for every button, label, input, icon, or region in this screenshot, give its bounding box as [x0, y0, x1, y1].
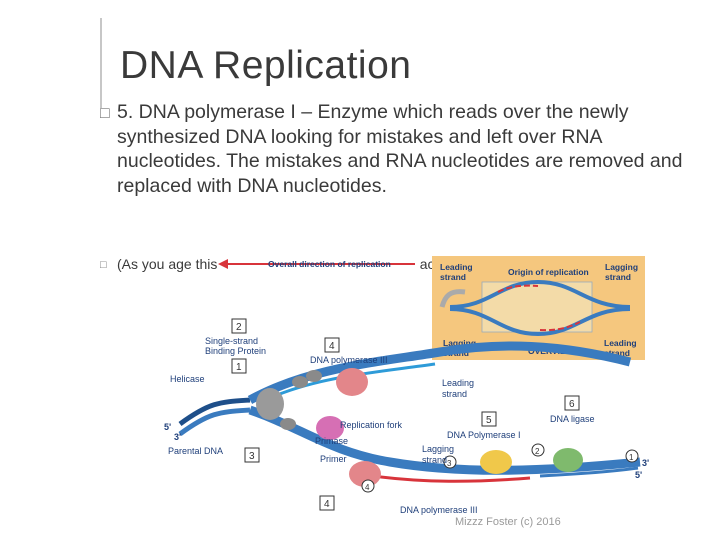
decorative-vertical-line — [100, 18, 102, 108]
circled-number-marker — [625, 449, 639, 463]
square-bullet-icon: □ — [100, 105, 110, 122]
step-number: 6 — [569, 399, 575, 410]
inset-pointer-arrow — [439, 289, 466, 308]
overview-leading-strand-label: strand — [440, 272, 466, 282]
slide-title: DNA Replication — [120, 44, 412, 87]
primase-label: Primase — [315, 436, 348, 446]
overall-direction-arrow: Overall direction of replication — [218, 254, 420, 272]
dna-polymerase-i-enzyme — [480, 450, 512, 474]
dna-replication-diagram: Overall direction of replication Leading… — [160, 252, 660, 522]
dna-polymerase-iii-bottom — [349, 461, 381, 487]
ssb-label: Single-strand — [205, 336, 258, 346]
overview-leading-strand-label: Leading — [440, 262, 473, 272]
lagging-strand-label: Lagging — [422, 444, 454, 454]
overview-bottom-strand — [449, 307, 631, 337]
replication-fork-label: Replication fork — [340, 420, 403, 430]
dna-polymerase-iii-label: DNA polymerase III — [310, 355, 388, 365]
overview-top-strand — [449, 279, 631, 309]
step-number-box — [231, 318, 247, 334]
step-number: 1 — [236, 362, 242, 373]
overview-lagging-strand-label: Lagging — [443, 338, 476, 348]
overview-new-strand — [497, 284, 539, 293]
step-number-box — [564, 395, 580, 411]
step-number-box — [481, 411, 497, 427]
ssb-protein — [292, 376, 308, 388]
step-number-box — [244, 447, 260, 463]
ssb-protein — [306, 370, 322, 382]
five-prime-end-label: 5' — [635, 470, 642, 480]
overview-inset: Leading strand Origin of replication Lag… — [432, 256, 645, 360]
three-prime-end-label: 3' — [174, 432, 181, 442]
helicase-enzyme — [256, 388, 284, 420]
circled-number-marker — [443, 455, 457, 469]
okazaki-fragment — [539, 466, 639, 478]
step-number-box — [231, 358, 247, 374]
dna-ligase-enzyme — [553, 448, 583, 472]
overview-new-strand — [539, 321, 581, 332]
step-number: 4 — [324, 499, 330, 510]
circled-number-marker — [531, 443, 545, 457]
step-number-box — [324, 337, 340, 353]
primer-label: Primer — [320, 454, 347, 464]
step-number: 4 — [329, 341, 335, 352]
circled-number: 4 — [365, 483, 370, 492]
step-number: 3 — [249, 451, 255, 462]
overview-leading-strand-label: strand — [604, 348, 630, 358]
circled-number: 1 — [629, 453, 634, 462]
overview-lagging-strand-label: Lagging — [605, 262, 638, 272]
bullet-text: 5. DNA polymerase I – Enzyme which reads… — [117, 101, 683, 197]
parental-strand-a — [178, 397, 251, 427]
parental-dna — [178, 397, 251, 437]
leading-strand-template — [247, 341, 632, 404]
step-number: 5 — [486, 415, 492, 426]
parental-dna-label: Parental DNA — [168, 446, 223, 456]
step-number-box — [319, 495, 335, 511]
primase-enzyme — [316, 416, 344, 440]
five-prime-end-label: 5' — [164, 422, 171, 432]
dna-polymerase-iii-top — [336, 368, 368, 396]
dna-polymerase-iii-bottom-label: DNA polymerase III — [400, 505, 478, 515]
slide-credit: Mizzz Foster (c) 2016 — [455, 516, 561, 528]
ssb-label: Binding Protein — [205, 346, 266, 356]
bullet-point-dna-polymerase-i: □ 5. DNA polymerase I – Enzyme which rea… — [100, 100, 690, 198]
replication-fork-illustration: Overall direction of replication Leading… — [164, 254, 649, 515]
three-prime-end-label: 3' — [642, 458, 649, 468]
ssb-protein — [280, 418, 296, 430]
overview-origin-label: Origin of replication — [508, 267, 589, 277]
dna-ligase-label: DNA ligase — [550, 414, 595, 424]
helicase-label: Helicase — [170, 374, 205, 384]
step-number: 2 — [236, 322, 242, 333]
overview-leading-strand-label: Leading — [604, 338, 637, 348]
overview-lagging-strand-label: strand — [605, 272, 631, 282]
parental-strand-b — [178, 407, 251, 437]
circled-number: 3 — [447, 459, 452, 468]
leading-strand-label: strand — [442, 389, 467, 399]
circled-number-marker — [361, 479, 375, 493]
okazaki-fragment — [359, 472, 531, 483]
leading-strand-label: Leading — [442, 378, 474, 388]
dna-polymerase-i-label: DNA Polymerase I — [447, 430, 521, 440]
arrow-head — [218, 259, 228, 269]
overall-direction-label: Overall direction of replication — [268, 259, 391, 269]
square-bullet-icon: □ — [100, 259, 107, 271]
circled-number: 2 — [535, 447, 540, 456]
lagging-strand-label: strand — [422, 455, 447, 465]
